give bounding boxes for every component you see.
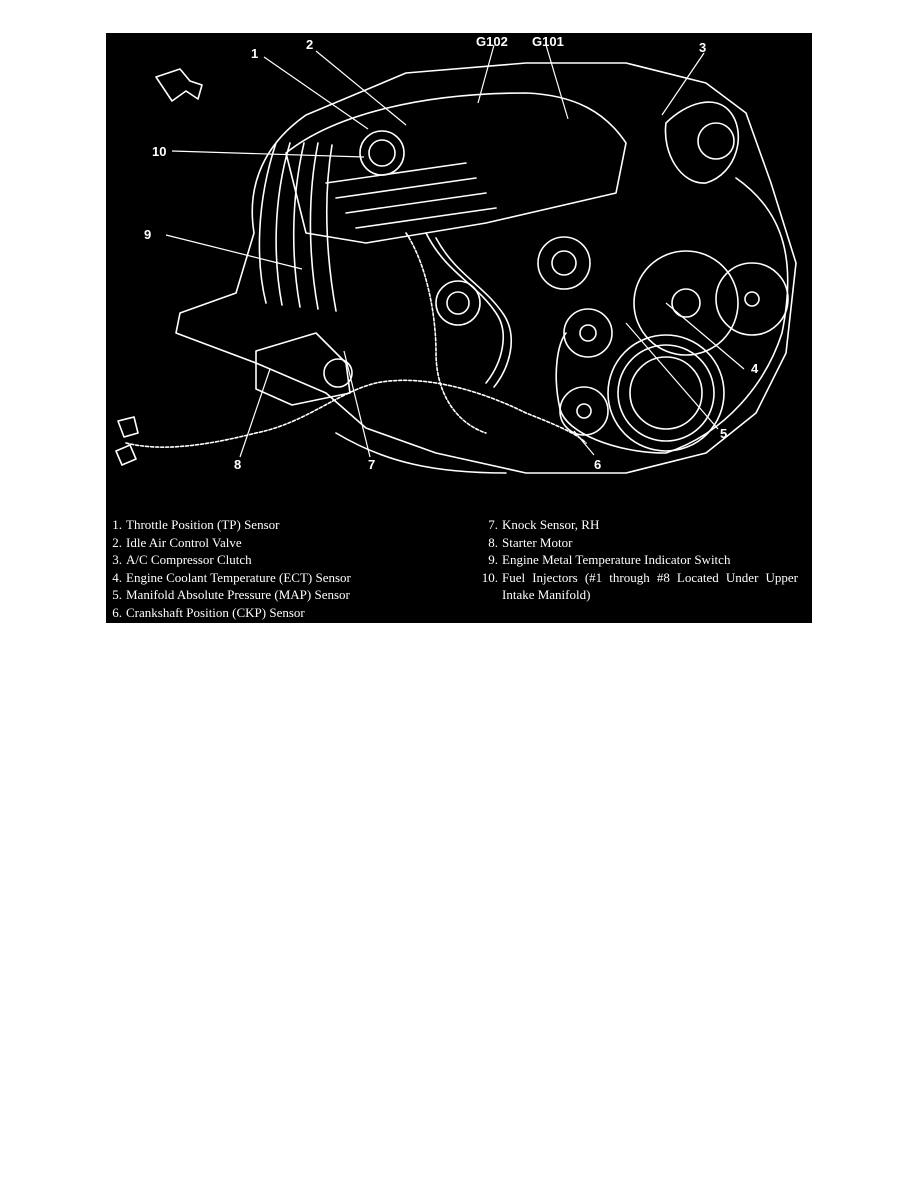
coolant-hose [425,232,504,384]
legend-left-column: 1. Throttle Position (TP) Sensor 2.Idle A… [112,516,442,621]
legend-number: 3. [112,552,122,567]
wiring-harness [125,379,587,448]
engine-block-outline [175,62,797,474]
legend-text: Engine Coolant Temperature (ECT) Sensor [126,569,351,585]
legend-text: Engine Metal Temperature Indicator Switc… [502,552,731,567]
serpentine-belt [555,177,789,454]
ac-compressor [664,101,740,184]
callout-4: 4 [751,361,759,376]
legend-item: 9. Engine Metal Temperature Indicator Swi… [480,551,806,569]
callout-g101: G101 [532,34,564,49]
oil-pan [335,432,507,474]
engine-component-figure: 1 2 3 4 5 6 7 8 9 10 G102 G101 1. Throttl… [106,33,812,623]
callout-g102: G102 [476,34,508,49]
legend-number: 4. [112,569,122,585]
callout-3: 3 [699,40,707,55]
legend-item: 7. Knock Sensor, RH [480,516,806,534]
legend-text: Throttle Position (TP) Sensor [126,517,280,532]
legend-text: A/C Compressor Clutch [126,552,252,567]
legend-text: Crankshaft Position (CKP) Sensor [126,604,305,620]
legend-number: 1. [112,517,122,532]
legend-item: 4.Engine Coolant Temperature (ECT) Senso… [112,569,442,587]
starter-motor [255,332,351,406]
legend-item: 1. Throttle Position (TP) Sensor [112,516,442,534]
legend-item: 3. A/C Compressor Clutch [112,551,442,569]
callout-2: 2 [306,37,314,52]
direction-arrow-icon [155,68,203,102]
legend-number: 5. [112,587,122,602]
callout-8: 8 [234,457,242,472]
legend-number: 8. [488,534,498,550]
legend-number: 2. [112,534,122,550]
callout-9: 9 [144,227,152,242]
legend-number: 6. [112,604,122,620]
legend-item: 2.Idle Air Control Valve [112,534,442,552]
legend-item: 8.Starter Motor [480,534,806,552]
legend-item: 5. Manifold Absolute Pressure (MAP) Senso… [112,586,442,604]
legend-text: Starter Motor [502,534,573,550]
power-steering-pulley [715,262,789,336]
callout-7: 7 [368,457,376,472]
legend-number: 7. [488,517,498,532]
legend-text: Knock Sensor, RH [502,517,600,532]
legend-number: 9. [488,552,498,567]
spark-plug-wires [258,142,337,312]
intake-manifold [285,92,627,244]
water-pump-pulley [633,250,739,356]
legend-right-column: 7. Knock Sensor, RH 8.Starter Motor 9. Eng… [480,516,806,604]
legend-text: Manifold Absolute Pressure (MAP) Sensor [126,587,350,602]
legend-number: 10. [481,569,498,585]
callout-5: 5 [720,426,728,441]
crankshaft-balancer [607,334,725,452]
tensioner-pulley [559,386,609,436]
legend-item: 10.Fuel Injectors (#1 through #8 Located… [480,569,806,604]
callout-1: 1 [251,46,259,61]
engine-line-drawing [115,44,797,474]
callout-10: 10 [152,144,167,159]
legend-text: Idle Air Control Valve [126,534,242,550]
sensor-connector [115,416,139,466]
legend-text: Fuel Injectors (#1 through #8 Located Un… [502,569,798,603]
legend-item: 6.Crankshaft Position (CKP) Sensor [112,604,442,622]
alternator [537,236,591,290]
idler-pulley [563,308,613,358]
callout-6: 6 [594,457,602,472]
throttle-body [359,130,405,176]
thermostat-housing [435,280,481,326]
